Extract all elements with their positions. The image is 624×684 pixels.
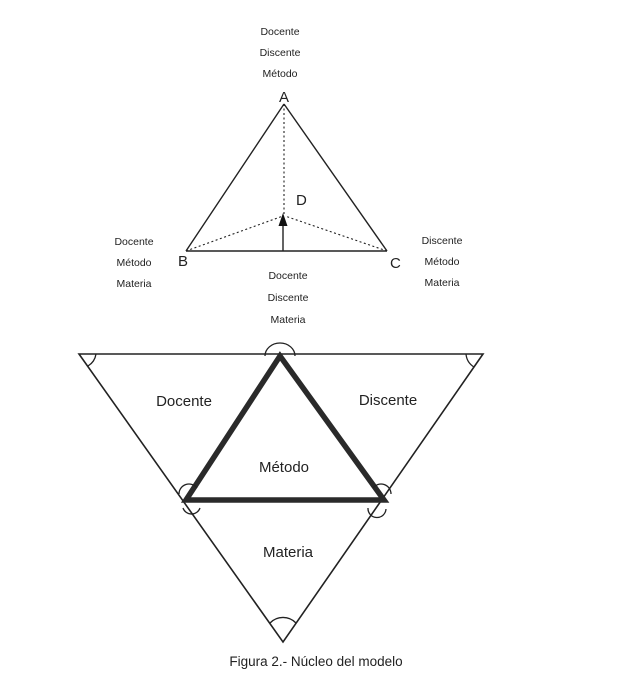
vertex-d-label: D	[296, 192, 307, 209]
angle-arc-bottom	[269, 616, 297, 624]
inner-thick-triangle	[180, 351, 390, 503]
net-label-right: Discente	[359, 392, 417, 409]
edge-a-c	[283, 103, 388, 252]
arrow-head-icon	[278, 213, 288, 226]
edge-c-d-dotted	[284, 215, 388, 252]
angle-arc-mid-right-lower	[367, 507, 387, 519]
vertex-b-label: B	[178, 253, 188, 270]
angle-arc-top-center	[264, 342, 296, 357]
vertex-b-label-1: Docente	[114, 236, 153, 248]
base-label-3: Materia	[270, 314, 305, 326]
unfolded-net-diagram: Docente Discente Método Materia	[77, 342, 485, 644]
edge-a-b	[185, 103, 285, 252]
figure-caption: Figura 2.- Núcleo del modelo	[229, 654, 402, 669]
vertex-c-label-2: Método	[424, 256, 459, 268]
vertex-a-label-1: Docente	[260, 26, 299, 38]
angle-arc-mid-left-lower	[182, 507, 201, 515]
tetrahedron-diagram: A B C D Docente Discente Método Docente …	[114, 26, 462, 326]
angle-arc-top-right	[465, 353, 475, 368]
angle-arc-top-left	[87, 353, 97, 367]
edge-b-d-dotted	[185, 215, 284, 252]
angle-arc-mid-left	[178, 483, 198, 495]
angle-arc-mid-right	[372, 483, 392, 495]
vertex-a-label: A	[279, 89, 289, 106]
base-label-1: Docente	[268, 270, 307, 282]
net-label-bottom: Materia	[263, 544, 314, 561]
net-label-center: Método	[259, 459, 309, 476]
vertex-c-label-1: Discente	[422, 235, 463, 247]
net-label-left: Docente	[156, 393, 212, 410]
vertex-b-label-3: Materia	[116, 278, 151, 290]
vertex-a-label-2: Discente	[260, 47, 301, 59]
vertex-c-label: C	[390, 255, 401, 272]
vertex-b-label-2: Método	[116, 257, 151, 269]
base-label-2: Discente	[268, 292, 309, 304]
vertex-a-label-3: Método	[262, 68, 297, 80]
vertex-c-label-3: Materia	[424, 277, 459, 289]
